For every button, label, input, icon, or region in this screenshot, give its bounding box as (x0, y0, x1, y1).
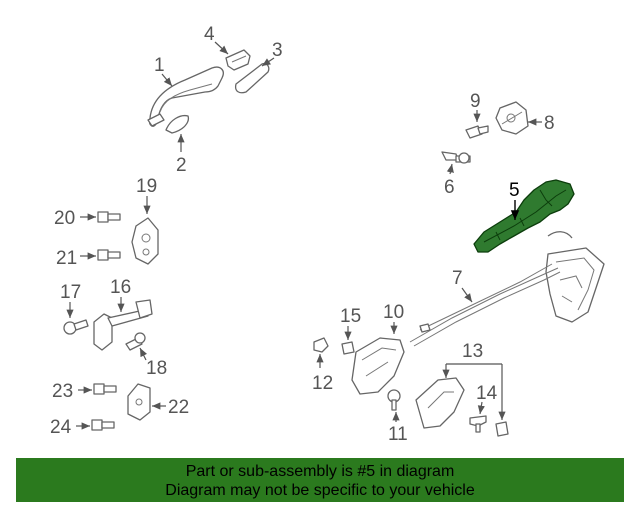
hinge-22-part[interactable] (127, 383, 151, 421)
callout-17: 17 (60, 282, 81, 303)
callout-5: 5 (509, 180, 520, 201)
lock-actuator-part[interactable] (409, 231, 605, 347)
bolt-18-part[interactable] (125, 332, 146, 351)
callout-14: 14 (476, 383, 498, 404)
callout-20: 20 (54, 208, 75, 229)
door-check-part[interactable] (93, 299, 153, 351)
banner-line-2: Diagram may not be specific to your vehi… (165, 482, 475, 499)
info-banner: Part or sub-assembly is #5 in diagram Di… (16, 458, 624, 502)
callout-11: 11 (388, 424, 408, 445)
screw-11-part[interactable] (387, 389, 401, 411)
callout-21: 21 (56, 248, 77, 269)
callout-6: 6 (444, 177, 455, 198)
bolt-17-part[interactable] (63, 319, 89, 335)
callout-3: 3 (272, 40, 283, 61)
callout-12: 12 (312, 373, 333, 394)
highlighted-part-5[interactable] (473, 179, 575, 253)
callout-4: 4 (204, 24, 215, 45)
callout-1: 1 (154, 55, 165, 76)
bracket-part[interactable] (225, 49, 251, 71)
callout-19: 19 (136, 176, 157, 197)
bolt-23-part[interactable] (93, 383, 117, 395)
handle-cap-part[interactable] (165, 114, 190, 134)
callout-24: 24 (50, 417, 72, 438)
callout-18: 18 (146, 358, 167, 379)
callout-9: 9 (470, 91, 481, 112)
callout-22: 22 (168, 397, 189, 418)
parts-diagram: 1 2 3 4 5 6 9 (50, 24, 605, 445)
inside-handle-part[interactable] (415, 377, 509, 437)
callout-7: 7 (452, 268, 463, 289)
callout-8: 8 (544, 113, 555, 134)
striker-part[interactable] (495, 101, 529, 135)
banner-line-1: Part or sub-assembly is #5 in diagram (185, 463, 455, 480)
nut-15-part[interactable] (341, 341, 355, 355)
clip-12-part[interactable] (313, 337, 329, 353)
callout-2: 2 (176, 155, 187, 176)
bolt-6-part[interactable] (441, 151, 471, 164)
bolt-21-part[interactable] (97, 249, 121, 261)
bolt-20-part[interactable] (97, 211, 121, 223)
hinge-19-part[interactable] (131, 217, 159, 265)
inside-handle-housing-part[interactable] (351, 337, 405, 395)
callout-15: 15 (340, 306, 361, 327)
callout-13: 13 (462, 341, 483, 362)
bolt-9-part[interactable] (465, 125, 489, 139)
callout-23: 23 (52, 381, 73, 402)
callout-10: 10 (383, 302, 404, 323)
bolt-24-part[interactable] (91, 419, 115, 431)
outside-handle-part[interactable] (147, 66, 224, 127)
cover-part[interactable] (234, 62, 270, 94)
fastener-14-part[interactable] (469, 415, 487, 433)
callout-16: 16 (110, 277, 131, 298)
